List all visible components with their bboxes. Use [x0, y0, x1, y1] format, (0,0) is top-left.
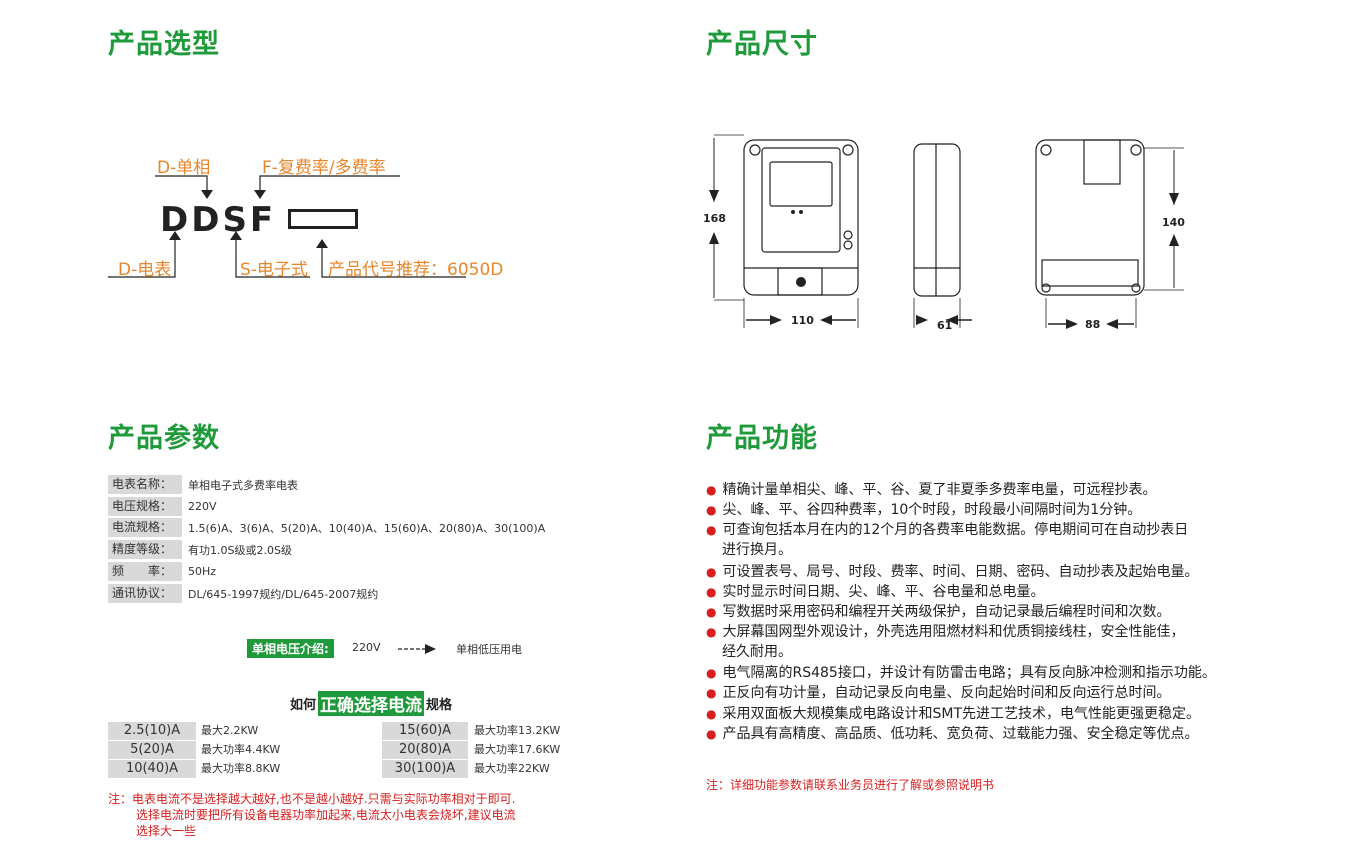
param-value: 单相电子式多费率电表 [188, 478, 298, 492]
param-label: 电压规格： [108, 497, 182, 516]
dim-front-width: 110 [791, 314, 814, 327]
function-item: ●尖、峰、平、谷四种费率，10个时段，时段最小间隔时间为1分钟。 [706, 502, 1142, 518]
label-f-multi-rate: F-复费率/多费率 [262, 158, 386, 178]
function-item: ●精确计量单相尖、峰、平、谷、夏了非夏季多费率电量，可远程抄表。 [706, 482, 1157, 498]
current-guide-prefix: 如何 [290, 698, 317, 713]
param-value: 220V [188, 500, 217, 513]
param-row-frequency: 频 率： 50Hz [108, 562, 216, 581]
param-row-protocol: 通讯协议： DL/645-1997规约/DL/645-2007规约 [108, 584, 378, 603]
model-code-box [288, 209, 358, 229]
param-row-name: 电表名称： 单相电子式多费率电表 [108, 475, 298, 494]
param-value: 1.5(6)A、3(6)A、5(20)A、10(40)A、15(60)A、20(… [188, 521, 546, 535]
current-guide-highlight: 正确选择电流 [318, 691, 425, 716]
current-guide-heading: 如何 正确选择电流 规格 [290, 691, 452, 716]
current-guide-suffix: 规格 [426, 698, 453, 713]
param-value: 50Hz [188, 565, 217, 578]
section-title-params: 产品参数 [108, 423, 220, 454]
voltage-intro-value: 220V [352, 641, 381, 654]
functions-note: 注：详细功能参数请联系业务员进行了解或参照说明书 [706, 778, 995, 792]
dim-front-height: 168 [703, 212, 726, 225]
current-max-power: 最大功率13.2KW [474, 724, 561, 737]
label-d-single-phase: D-单相 [157, 158, 211, 178]
dim-back-width: 88 [1085, 318, 1101, 331]
param-label: 频 率： [108, 562, 182, 581]
current-spec: 15(60)A [382, 722, 468, 740]
param-value: DL/645-1997规约/DL/645-2007规约 [188, 587, 379, 601]
param-label: 通讯协议： [108, 584, 182, 603]
section-title-selection: 产品选型 [108, 29, 220, 60]
current-note-line2: 选择电流时要把所有设备电器功率加起来,电流太小电表会烧坏,建议电流 [136, 808, 516, 822]
param-row-accuracy: 精度等级： 有功1.0S级或2.0S级 [108, 540, 292, 559]
current-spec: 2.5(10)A [108, 722, 196, 740]
model-code: DDSF [160, 200, 277, 240]
section-title-functions: 产品功能 [706, 423, 818, 454]
param-label: 精度等级： [108, 540, 182, 559]
current-spec: 20(80)A [382, 741, 468, 759]
voltage-intro-desc: 单相低压用电 [456, 643, 522, 656]
function-item-continued: 经久耐用。 [722, 644, 792, 660]
current-max-power: 最大2.2KW [201, 724, 259, 737]
label-s-electronic: S-电子式 [240, 260, 308, 280]
function-item: ●实时显示时间日期、尖、峰、平、谷电量和总电量。 [706, 584, 1045, 600]
section-title-size: 产品尺寸 [706, 29, 818, 60]
arrow-right-icon [398, 644, 436, 654]
current-spec: 5(20)A [108, 741, 196, 759]
dimension-drawings [709, 134, 1184, 329]
param-value: 有功1.0S级或2.0S级 [188, 543, 292, 557]
param-label: 电表名称： [108, 475, 182, 494]
function-item: ●写数据时采用密码和编程开关两级保护，自动记录最后编程时间和次数。 [706, 604, 1171, 620]
current-max-power: 最大功率22KW [474, 762, 550, 775]
label-d-meter: D-电表 [118, 260, 172, 280]
current-max-power: 最大功率8.8KW [201, 762, 281, 775]
function-item: ●电气隔离的RS485接口，并设计有防雷击电路；具有反向脉冲检测和指示功能。 [706, 665, 1216, 681]
current-spec: 10(40)A [108, 760, 196, 778]
current-max-power: 最大功率4.4KW [201, 743, 281, 756]
function-item: ●采用双面板大规模集成电路设计和SMT先进工艺技术，电气性能更强更稳定。 [706, 706, 1200, 722]
function-item: ●可设置表号、局号、时段、费率、时间、日期、密码、自动抄表及起始电量。 [706, 564, 1199, 580]
dim-side-width: 61 [937, 319, 953, 332]
function-item: ●产品具有高精度、高品质、低功耗、宽负荷、过载能力强、安全稳定等优点。 [706, 726, 1199, 742]
code-connector-lines [108, 175, 466, 278]
param-row-current: 电流规格： 1.5(6)A、3(6)A、5(20)A、10(40)A、15(60… [108, 518, 545, 537]
current-note-line3: 选择大一些 [136, 824, 197, 838]
voltage-intro-badge: 单相电压介绍: [247, 639, 334, 658]
function-item: ●大屏幕国网型外观设计，外壳选用阻燃材料和优质铜接线柱，安全性能佳， [706, 624, 1185, 640]
param-label: 电流规格： [108, 518, 182, 537]
label-recommend: 产品代号推荐：6050D [328, 260, 504, 280]
param-row-voltage: 电压规格： 220V [108, 497, 217, 516]
function-item: ●正反向有功计量，自动记录反向电量、反向起始时间和反向运行总时间。 [706, 685, 1171, 701]
function-item: ●可查询包括本月在内的12个月的各费率电能数据。停电期间可在自动抄表日 [706, 522, 1189, 538]
function-item-continued: 进行换月。 [722, 542, 792, 558]
current-note-line1: 注：电表电流不是选择越大越好,也不是越小越好.只需与实际功率相对于即可. [108, 792, 516, 806]
current-max-power: 最大功率17.6KW [474, 743, 561, 756]
current-spec: 30(100)A [382, 760, 468, 778]
dim-back-height: 140 [1162, 216, 1185, 229]
